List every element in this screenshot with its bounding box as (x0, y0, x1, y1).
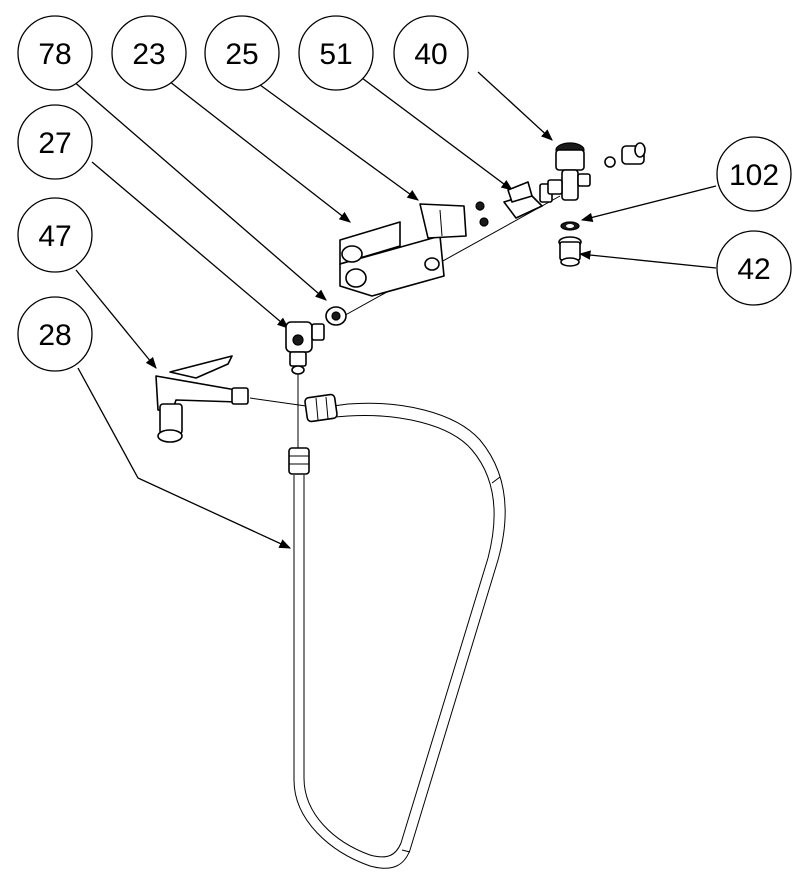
callout-label-28: 28 (38, 319, 71, 352)
leader-78 (71, 79, 327, 301)
callout-102: 102 (716, 136, 792, 212)
callout-label-23: 23 (132, 38, 165, 71)
threaded-adapter (558, 236, 582, 267)
mounting-bracket (339, 221, 445, 297)
callout-25: 25 (204, 15, 280, 91)
hose-fitting-side (304, 393, 338, 423)
callout-47: 47 (17, 197, 93, 273)
spray-gun (155, 355, 249, 443)
callout-51: 51 (298, 15, 374, 91)
callout-27: 27 (17, 104, 93, 180)
leader-28 (77, 367, 292, 549)
hose-inner (303, 415, 495, 858)
leader-25 (255, 81, 419, 201)
nipple-fitting (325, 306, 347, 326)
callout-label-25: 25 (225, 38, 258, 71)
callout-label-27: 27 (38, 127, 71, 160)
callout-40: 40 (393, 15, 469, 91)
ball-valve (503, 181, 553, 219)
callout-42: 42 (716, 230, 792, 306)
hose-fitting-top (288, 447, 310, 475)
leader-23 (164, 77, 351, 223)
callout-label-42: 42 (737, 253, 770, 286)
clip-bracket (419, 201, 489, 239)
callout-label-78: 78 (38, 38, 71, 71)
pressure-valve (547, 142, 646, 201)
callout-label-51: 51 (319, 38, 352, 71)
hose-outer (293, 402, 506, 869)
callout-label-40: 40 (414, 38, 447, 71)
leader-40 (477, 71, 553, 141)
callout-28: 28 (17, 296, 93, 372)
leader-102 (580, 185, 717, 222)
callout-label-102: 102 (729, 159, 779, 192)
callout-78: 78 (17, 15, 93, 91)
leader-51 (361, 77, 513, 191)
leader-27 (91, 161, 289, 329)
leader-47 (75, 269, 157, 369)
leader-lines (71, 71, 717, 549)
tee-fitting (285, 321, 325, 375)
hose-assembly (288, 393, 506, 869)
callout-23: 23 (111, 15, 187, 91)
leader-42 (578, 250, 717, 269)
callout-label-47: 47 (38, 220, 71, 253)
sealing-washer (560, 221, 580, 231)
